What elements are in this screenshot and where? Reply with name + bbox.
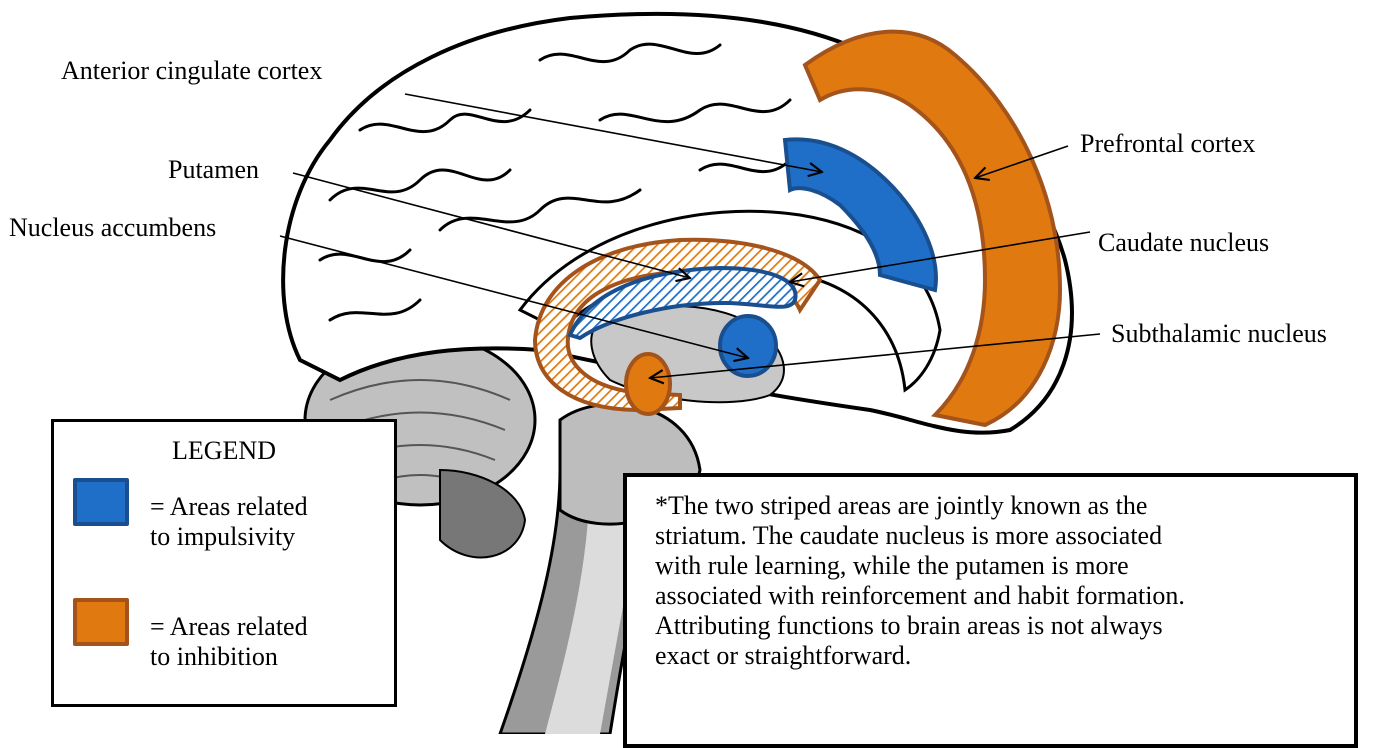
cerebellum-dark — [440, 470, 525, 557]
legend-inhibition-line2: to inhibition — [150, 642, 390, 672]
legend-impulsivity-line2: to impulsivity — [150, 522, 390, 552]
label-putamen: Putamen — [168, 155, 259, 185]
impulsivity-swatch — [73, 478, 129, 526]
inhibition-swatch — [73, 598, 129, 646]
label-caudate: Caudate nucleus — [1098, 228, 1269, 258]
legend-impulsivity-text: = Areas related to impulsivity — [150, 492, 390, 552]
label-nucleus-accumbens: Nucleus accumbens — [9, 213, 216, 243]
note-line-6: exact or straightforward. — [655, 641, 1345, 671]
striatum-note-text: *The two striped areas are jointly known… — [655, 491, 1345, 671]
legend-inhibition-text: = Areas related to inhibition — [150, 612, 390, 672]
note-line-4: associated with reinforcement and habit … — [655, 581, 1345, 611]
label-prefrontal: Prefrontal cortex — [1080, 129, 1255, 159]
note-line-1: *The two striped areas are jointly known… — [655, 491, 1345, 521]
label-subthalamic: Subthalamic nucleus — [1111, 319, 1327, 349]
note-line-3: with rule learning, while the putamen is… — [655, 551, 1345, 581]
legend: LEGEND = Areas related to impulsivity = … — [51, 419, 397, 707]
note-line-5: Attributing functions to brain areas is … — [655, 611, 1345, 641]
label-anterior-cingulate: Anterior cingulate cortex — [61, 56, 322, 86]
striatum-note: *The two striped areas are jointly known… — [623, 473, 1358, 748]
legend-impulsivity-line1: = Areas related — [150, 492, 390, 522]
note-line-2: striatum. The caudate nucleus is more as… — [655, 521, 1345, 551]
legend-title: LEGEND — [54, 436, 394, 466]
legend-inhibition-line1: = Areas related — [150, 612, 390, 642]
subthalamic-nucleus-region — [626, 354, 670, 414]
